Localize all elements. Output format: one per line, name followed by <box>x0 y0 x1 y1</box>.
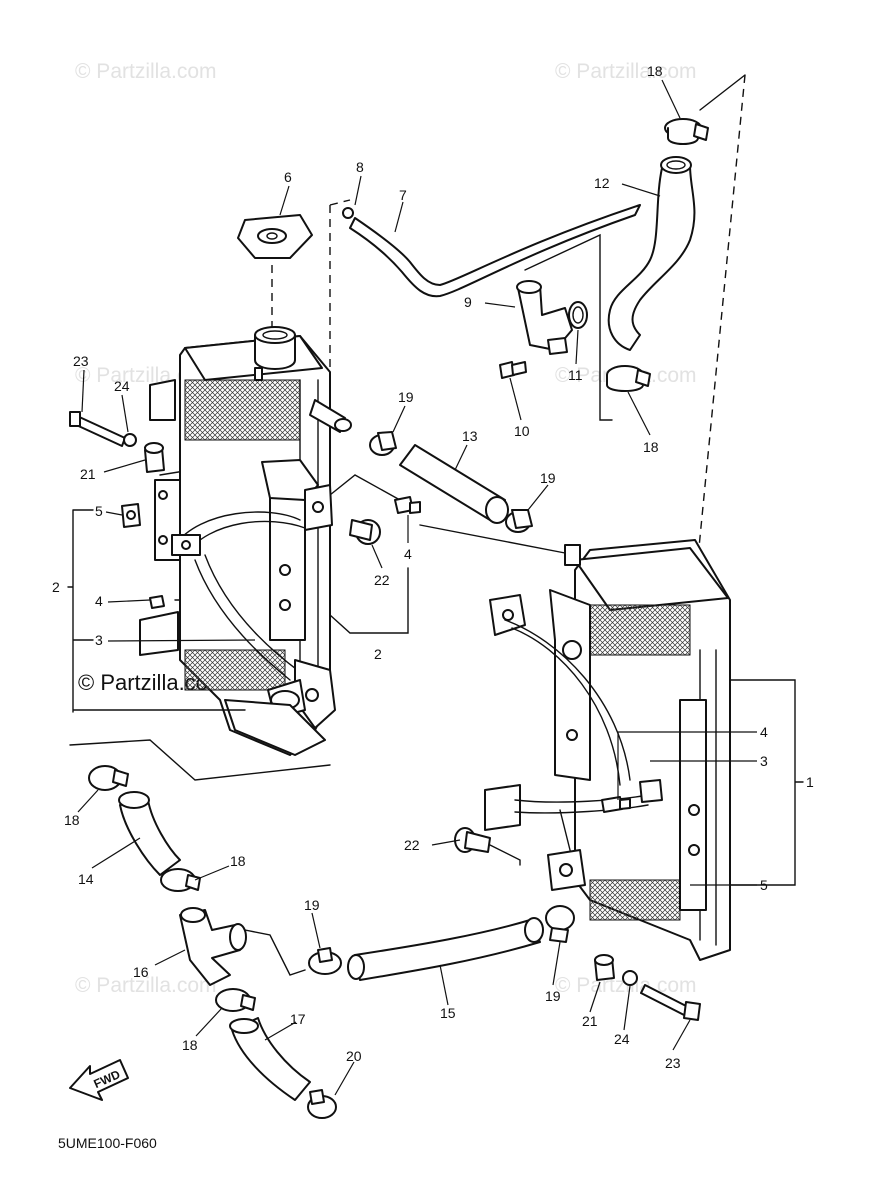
callout-15: 15 <box>440 1005 456 1021</box>
bolt-10 <box>499 361 527 379</box>
callout-18-top: 18 <box>647 63 663 79</box>
hose-clamp-20 <box>307 1089 337 1119</box>
watermark-bottom-right: © Partzilla.com <box>555 974 697 997</box>
radiator-hose-17 <box>229 1017 311 1101</box>
callout-13: 13 <box>462 428 478 444</box>
callout-23-left: 23 <box>73 353 89 369</box>
callout-4-left: 4 <box>95 593 103 609</box>
callout-8: 8 <box>356 159 364 175</box>
callout-11: 11 <box>568 367 583 383</box>
callout-22-left: 22 <box>374 572 390 588</box>
callout-17: 17 <box>290 1011 306 1027</box>
callout-18-lower-left: 18 <box>64 812 80 828</box>
radiator-hose-15 <box>347 917 544 981</box>
hose-clamp-18-bottom <box>215 988 256 1012</box>
callout-24-right: 24 <box>614 1031 630 1047</box>
callout-14: 14 <box>78 871 94 887</box>
water-outlet <box>516 280 588 355</box>
hose-clamp-mid <box>606 365 651 392</box>
callout-6: 6 <box>284 169 292 185</box>
callout-5-right: 5 <box>760 877 768 893</box>
callout-2-lower: 2 <box>374 646 382 662</box>
right-stay-tube <box>484 594 663 891</box>
callout-18-bottom: 18 <box>182 1037 198 1053</box>
left-lower-outlet <box>224 679 326 756</box>
callout-24-left: 24 <box>114 378 130 394</box>
watermark-top-right: © Partzilla.com <box>555 60 697 83</box>
forward-arrow-icon: FWD <box>69 1059 129 1101</box>
radiator-hose-13 <box>399 444 509 524</box>
hose-clamp-18-lower <box>160 868 201 892</box>
hose-joint-16 <box>179 907 247 986</box>
radiator-cap <box>237 214 313 259</box>
left-filler-neck <box>254 326 296 370</box>
callout-7: 7 <box>399 187 407 203</box>
radiator-hose-14 <box>88 765 181 876</box>
watermark-top-left: © Partzilla.com <box>75 60 217 83</box>
callout-3-left: 3 <box>95 632 103 648</box>
hose-clamp-19-upper <box>369 431 397 456</box>
right-hardware <box>454 796 631 853</box>
callout-19-mid: 19 <box>540 470 556 486</box>
right-radiator <box>549 539 731 961</box>
callout-3-right: 3 <box>760 753 768 769</box>
diagram-code: 5UME100-F060 <box>58 1135 157 1151</box>
collar-22-left <box>349 519 381 545</box>
callout-1: 1 <box>806 774 814 790</box>
callout-19-lower: 19 <box>304 897 320 913</box>
radiator-hose-12 <box>607 156 696 351</box>
callout-5-left: 5 <box>95 503 103 519</box>
callout-10: 10 <box>514 423 530 439</box>
callout-19-upper: 19 <box>398 389 414 405</box>
callout-4-left-upper: 4 <box>404 546 412 562</box>
callout-19-right: 19 <box>545 988 561 1004</box>
callout-2-left: 2 <box>52 579 60 595</box>
hose-clamp-19-lower <box>308 947 342 975</box>
left-stay-tube <box>171 459 336 729</box>
callout-18-joint: 18 <box>230 853 246 869</box>
right-mount-hardware <box>594 954 701 1021</box>
left-mount-hardware <box>69 411 165 473</box>
hose-clamp-top <box>664 118 709 145</box>
left-nut-bolt <box>121 496 421 609</box>
left-upper-outlet <box>254 367 352 433</box>
callout-numbers: 18 12 8 7 6 9 11 10 18 23 24 21 19 13 19… <box>52 63 814 1071</box>
callout-16: 16 <box>133 964 149 980</box>
callout-18-mid: 18 <box>643 439 659 455</box>
callout-22-right: 22 <box>404 837 420 853</box>
callout-21-left: 21 <box>80 466 96 482</box>
callout-12: 12 <box>594 175 610 191</box>
callout-21-right: 21 <box>582 1013 598 1029</box>
leader-lines <box>67 79 804 1096</box>
callout-9: 9 <box>464 294 472 310</box>
hose-clamp-19-right <box>545 905 575 943</box>
callout-20: 20 <box>346 1048 362 1064</box>
hose-clamp-19-mid <box>505 509 533 533</box>
watermark-bottom-left: © Partzilla.com <box>75 974 217 997</box>
callout-4-right: 4 <box>760 724 768 740</box>
callout-23-right: 23 <box>665 1055 681 1071</box>
breather-hose <box>342 204 641 298</box>
